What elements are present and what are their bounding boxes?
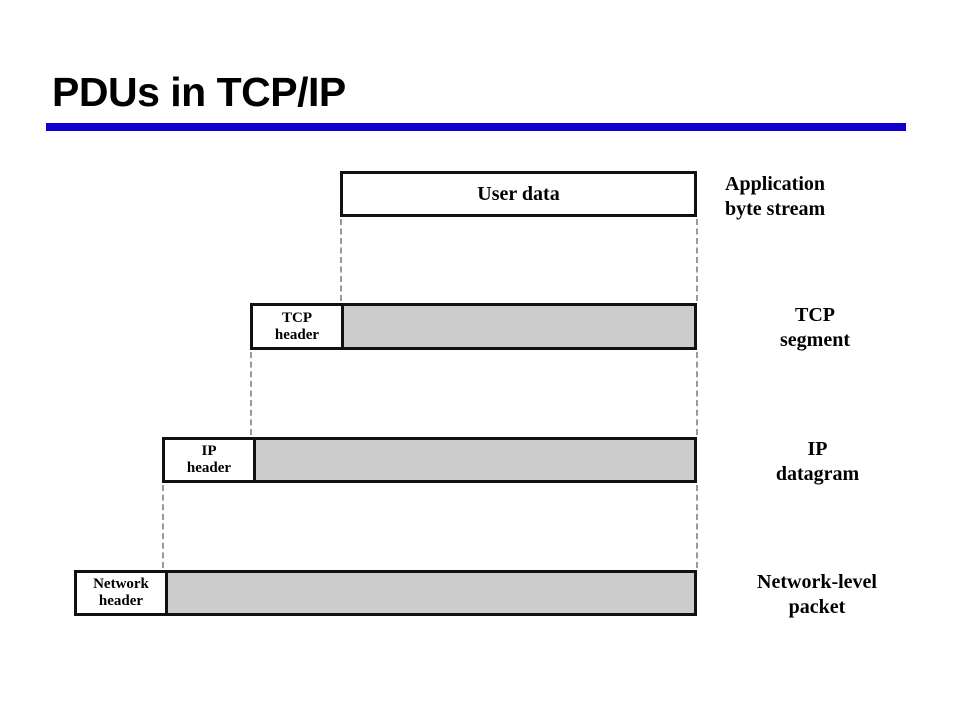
network-payload-box: [165, 570, 697, 616]
page-title: PDUs in TCP/IP: [52, 69, 346, 115]
title-underline-bar: [46, 123, 906, 131]
ip-header-line2: header: [186, 460, 232, 476]
user-data-box: User data: [340, 171, 697, 217]
caption-network-line2: packet: [788, 596, 846, 618]
network-header-line2: header: [98, 593, 144, 609]
caption-network-level-packet: Network-level packet: [722, 570, 912, 620]
dashed-connector-tcp-left: [250, 352, 252, 435]
caption-application-byte-stream: Application byte stream: [725, 172, 905, 222]
caption-tcp-segment: TCP segment: [745, 303, 885, 353]
dashed-connector-app-left: [340, 219, 342, 301]
caption-ip-line2: datagram: [775, 463, 860, 485]
tcp-header-line2: header: [274, 326, 320, 343]
caption-application-line1: Application: [725, 173, 826, 195]
dashed-connector-ip-left: [162, 485, 164, 568]
caption-ip-datagram: IP datagram: [740, 437, 895, 487]
caption-application-line2: byte stream: [725, 198, 826, 220]
tcp-payload-box: [341, 303, 697, 350]
dashed-connector-app-right: [696, 219, 698, 301]
network-header-box: Network header: [74, 570, 168, 616]
ip-header-box: IP header: [162, 437, 256, 483]
dashed-connector-ip-right: [696, 485, 698, 568]
caption-tcp-line1: TCP: [795, 304, 835, 326]
user-data-label: User data: [477, 183, 560, 205]
ip-payload-box: [253, 437, 697, 483]
network-header-label: Network header: [93, 576, 149, 610]
dashed-connector-tcp-right: [696, 352, 698, 435]
ip-header-label: IP header: [187, 443, 231, 477]
tcp-header-line1: TCP: [281, 309, 312, 326]
network-header-line1: Network: [93, 576, 149, 592]
tcp-header-box: TCP header: [250, 303, 344, 350]
ip-header-line1: IP: [201, 443, 217, 459]
caption-ip-line1: IP: [807, 438, 828, 460]
caption-tcp-line2: segment: [780, 329, 850, 351]
caption-network-line1: Network-level: [757, 571, 877, 593]
tcp-header-label: TCP header: [275, 310, 319, 344]
